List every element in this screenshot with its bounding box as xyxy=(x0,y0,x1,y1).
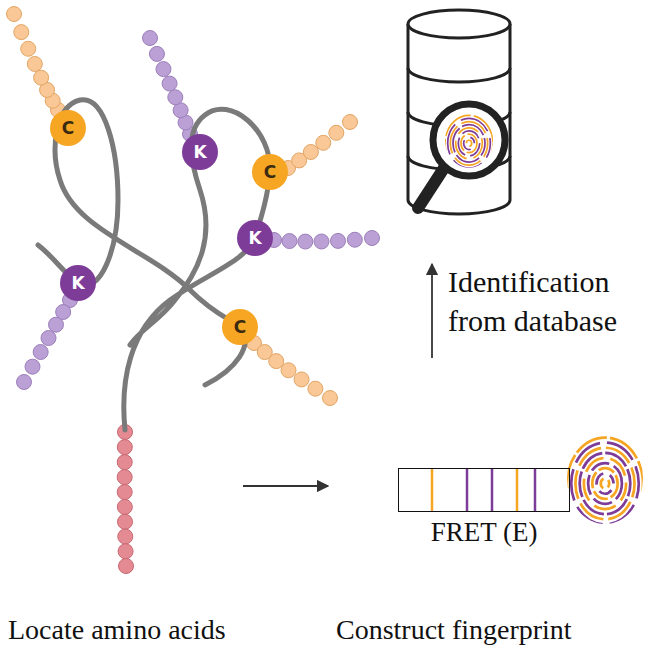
residue-bead xyxy=(25,359,40,374)
residue-bead xyxy=(281,363,296,378)
residue-bead xyxy=(143,31,158,46)
protein-backbone xyxy=(38,100,270,430)
residue-bead xyxy=(316,135,331,150)
fingerprint-icon xyxy=(567,438,643,530)
residue-marker: C xyxy=(50,110,86,146)
process-arrow xyxy=(431,264,433,358)
residue-letter: K xyxy=(248,228,261,248)
residue-bead xyxy=(168,90,183,105)
process-arrow xyxy=(243,485,328,487)
residue-bead xyxy=(282,234,297,249)
residue-marker: K xyxy=(237,220,273,256)
panel-caption: Construct fingerprint xyxy=(336,612,658,648)
residue-bead xyxy=(303,145,318,160)
residue-bead xyxy=(14,25,29,40)
residue-bead xyxy=(269,354,284,369)
residue-marker: C xyxy=(252,154,288,190)
residue-bead xyxy=(34,70,49,85)
residue-bead xyxy=(21,41,36,56)
residue-bead xyxy=(294,372,309,387)
residue-bead xyxy=(41,331,56,346)
residue-bead xyxy=(17,375,32,390)
residue-bead xyxy=(33,345,48,360)
axis-label: FRET (E) xyxy=(431,517,538,548)
residue-bead xyxy=(49,317,64,332)
residue-bead xyxy=(118,544,133,559)
residue-letter: K xyxy=(71,273,84,293)
residue-bead xyxy=(314,234,329,249)
residue-bead xyxy=(156,62,171,77)
panel-caption: Locate amino acids xyxy=(8,612,328,648)
residue-marker: K xyxy=(60,265,96,301)
residue-letter: K xyxy=(193,142,206,162)
residue-bead xyxy=(119,559,134,574)
residue-bead xyxy=(162,76,177,91)
residue-letter: C xyxy=(264,162,276,182)
database-icon xyxy=(408,10,510,214)
residue-bead xyxy=(308,381,323,396)
residue-bead xyxy=(149,46,164,61)
residue-bead xyxy=(117,470,132,485)
residue-bead xyxy=(118,514,133,529)
magnifier-icon xyxy=(418,104,505,208)
residue-letter: C xyxy=(62,118,74,138)
residue-bead xyxy=(331,233,346,248)
step-label: Identification from database xyxy=(448,262,658,340)
residue-bead xyxy=(117,455,132,470)
residue-bead xyxy=(117,499,132,514)
residue-bead xyxy=(365,231,380,246)
residue-bead xyxy=(118,529,133,544)
residue-bead xyxy=(7,7,22,22)
residue-bead xyxy=(323,391,338,406)
fret-bars xyxy=(432,469,535,511)
residue-bead xyxy=(329,125,344,140)
residue-bead xyxy=(343,115,358,130)
residue-bead xyxy=(27,56,42,71)
fret-spectrum-box: FRET (E) xyxy=(398,468,570,512)
residue-bead xyxy=(117,440,132,455)
residue-chains xyxy=(7,7,380,574)
residue-bead xyxy=(117,485,132,500)
residue-bead xyxy=(298,234,313,249)
residue-bead xyxy=(347,232,362,247)
residue-letter: C xyxy=(234,317,246,337)
residue-marker: K xyxy=(182,134,218,170)
residue-marker: C xyxy=(222,309,258,345)
